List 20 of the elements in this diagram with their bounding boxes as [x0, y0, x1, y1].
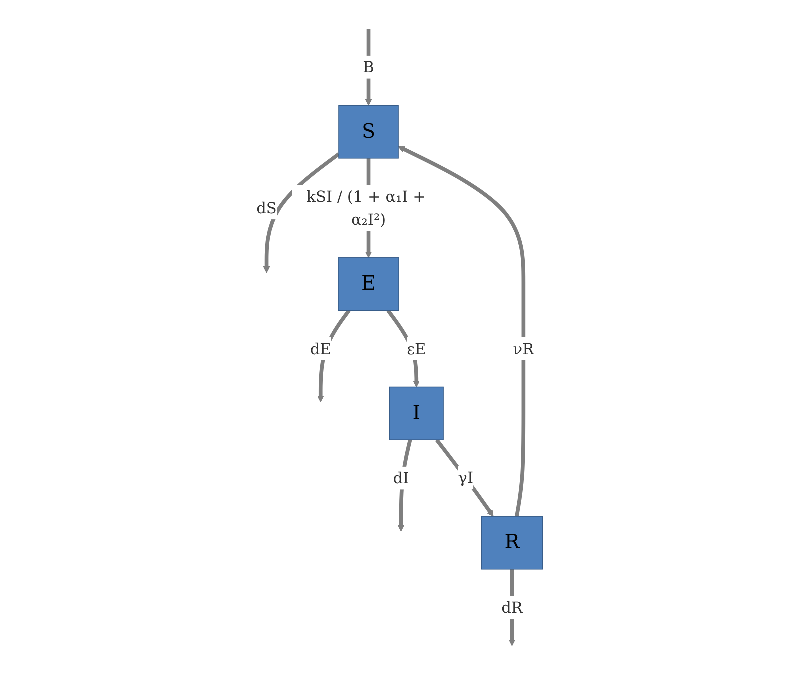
edge-label: dR: [502, 598, 524, 617]
edge-label: γI: [458, 468, 474, 487]
node-box: I: [390, 386, 444, 440]
arrow: [398, 440, 412, 532]
edge-label: νR: [514, 340, 534, 358]
arrow: [387, 310, 420, 388]
edge-label: dS: [256, 198, 278, 218]
arrow: [436, 438, 494, 517]
edge-label: kSI / (1 + α₁I + α₂I²): [306, 188, 426, 229]
edge-label: B: [363, 58, 375, 77]
node-box: E: [338, 258, 400, 312]
arrow: [398, 146, 526, 517]
edge-label: dE: [310, 340, 332, 358]
arrow: [509, 569, 516, 646]
edge-label: εE: [407, 340, 426, 358]
node-box: S: [338, 105, 400, 159]
arrow: [318, 310, 351, 402]
arrow: [366, 29, 372, 106]
edge-label: dI: [394, 469, 410, 488]
arrow: [264, 152, 340, 274]
